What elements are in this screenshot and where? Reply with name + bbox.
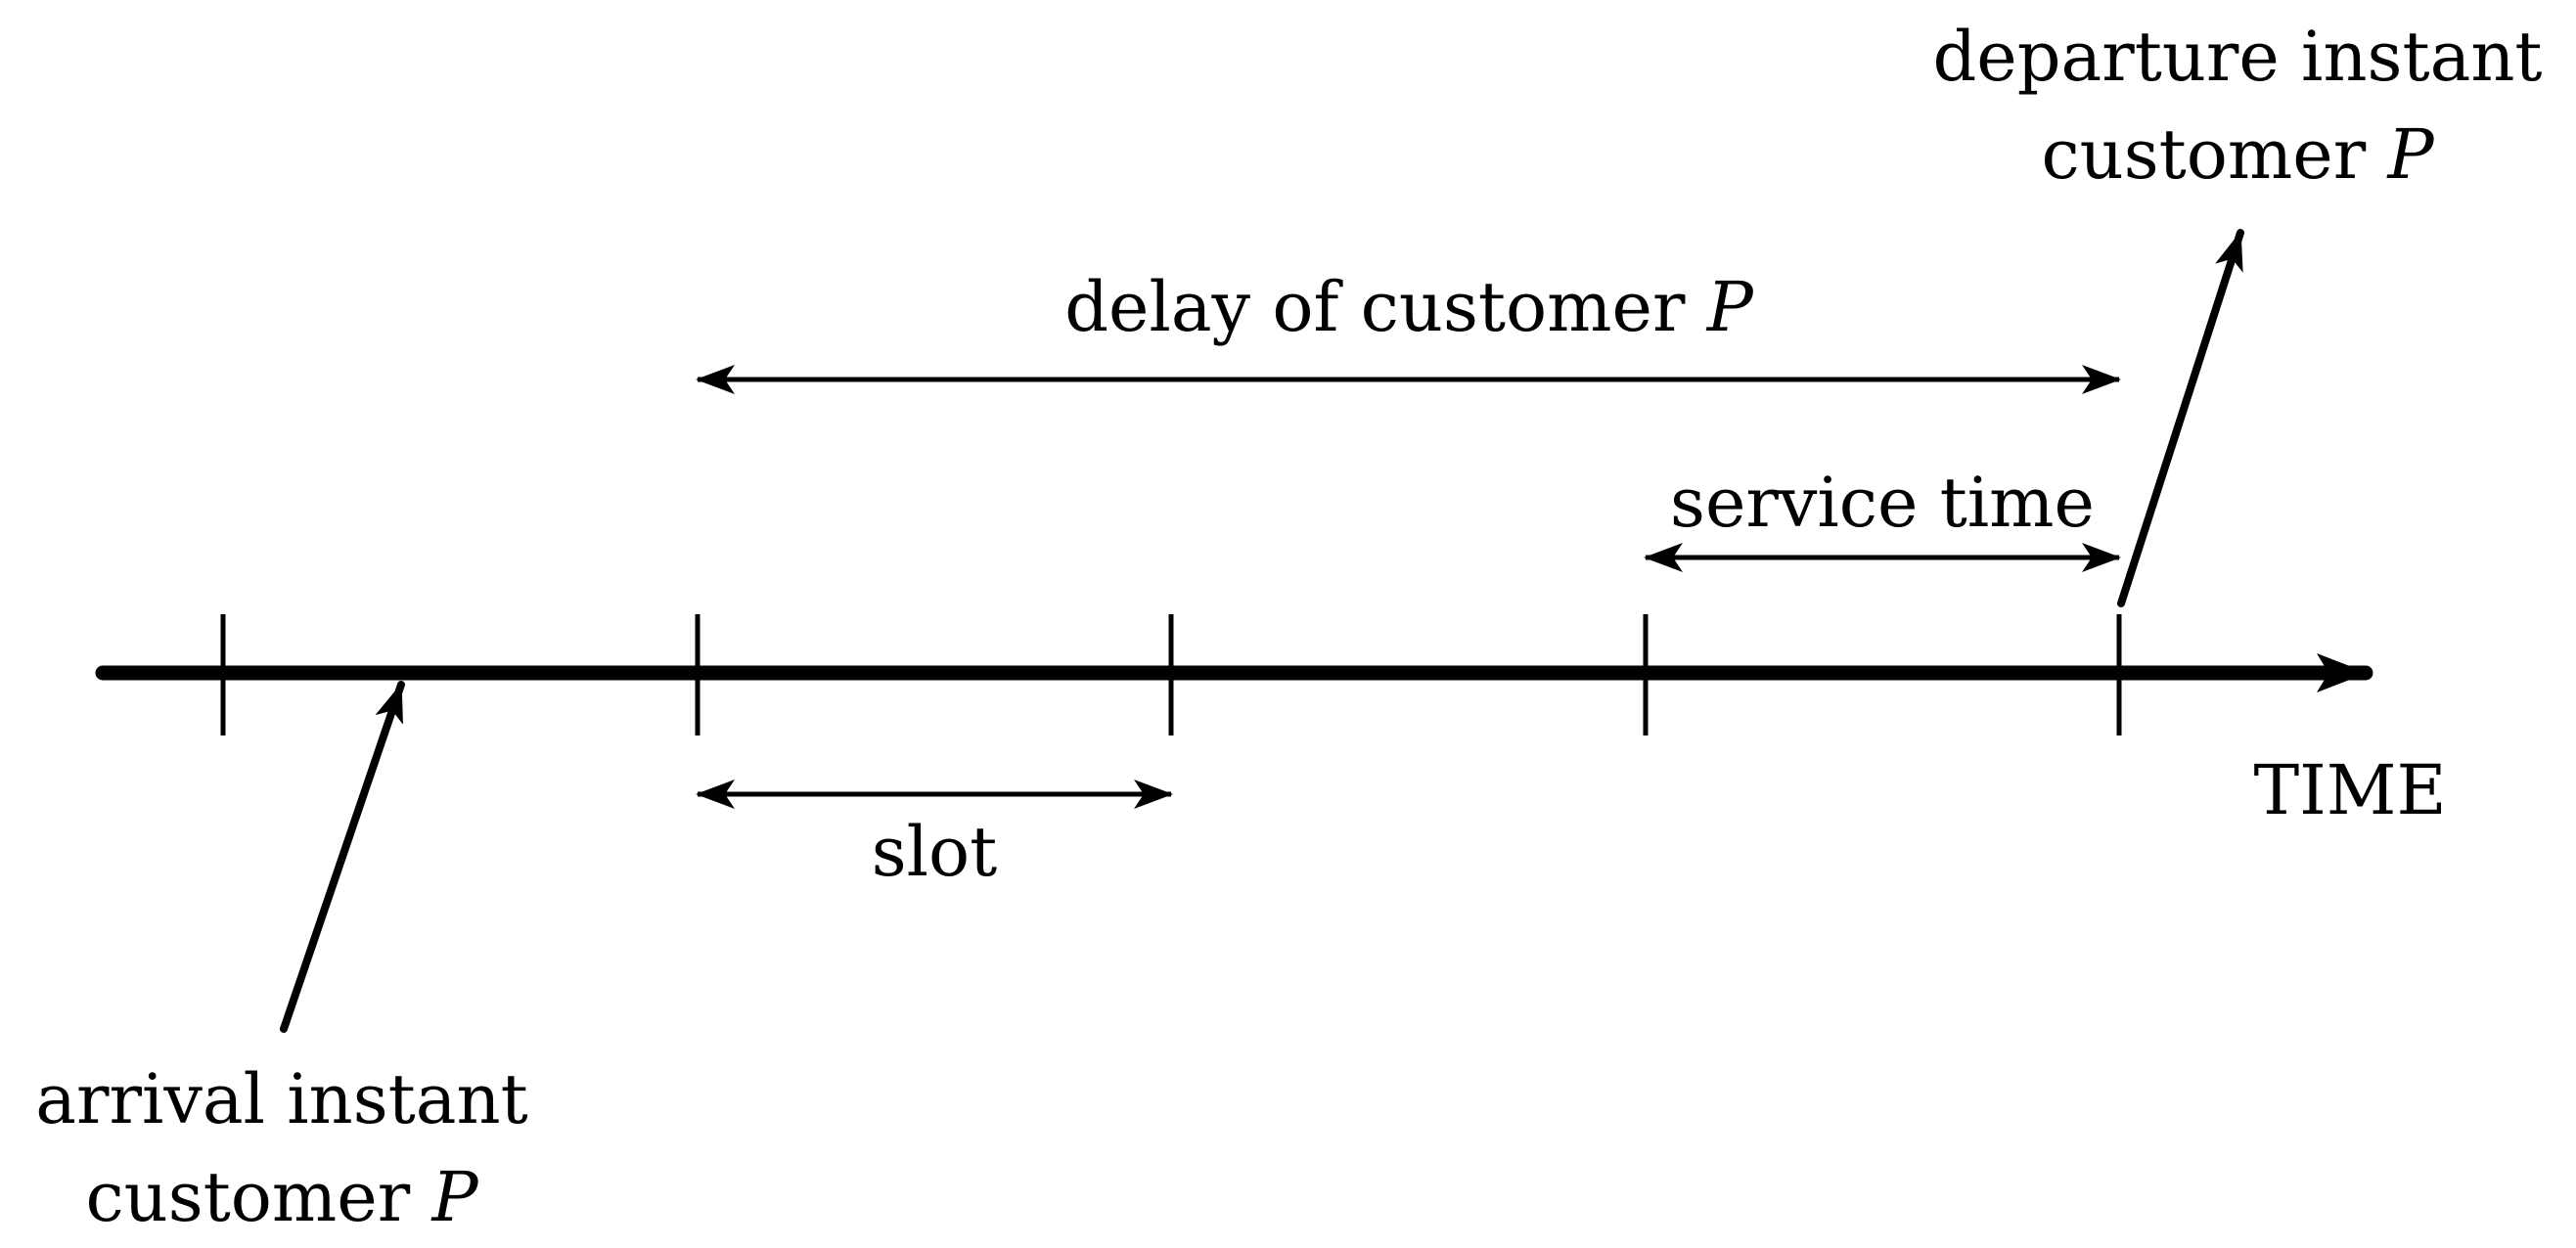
service-time-label: service time [1670, 463, 2095, 543]
slot-ticks [220, 614, 2122, 735]
customer-symbol: P [2385, 114, 2435, 195]
time-axis-label: TIME [2253, 750, 2446, 830]
arrival-label-line1: arrival instant [35, 1059, 527, 1139]
arrival-pointer-arrow [280, 681, 405, 1033]
arrival-label-line2: customer P [85, 1157, 479, 1237]
departure-label-line2: customer P [2041, 114, 2435, 195]
slot-label: slot [872, 812, 998, 892]
customer-symbol: P [429, 1157, 479, 1237]
delay-label: delay of customer P [1064, 267, 1754, 347]
departure-pointer-arrow [2117, 229, 2244, 607]
departure-label-line1: departure instant [1932, 17, 2542, 97]
customer-symbol: P [1705, 267, 1755, 347]
